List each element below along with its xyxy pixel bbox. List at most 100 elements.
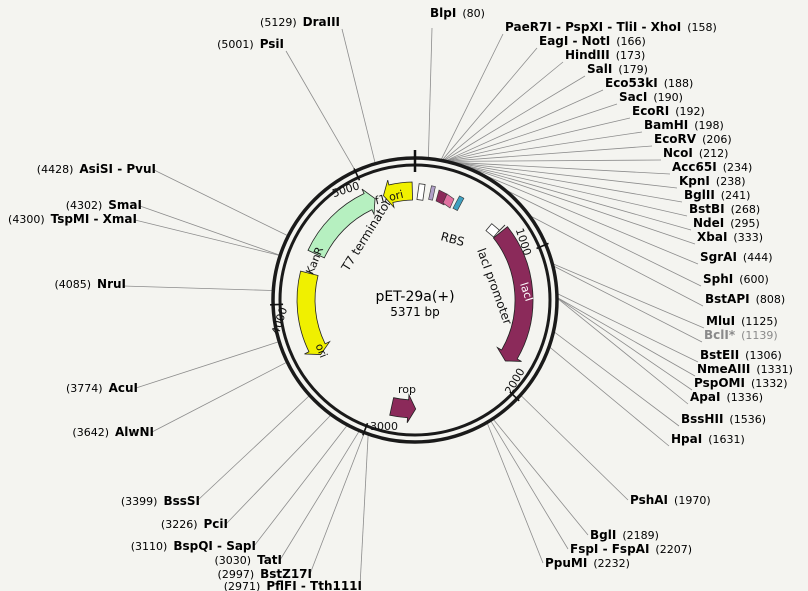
enzyme-bcli[interactable]: BclI*(1139) <box>704 328 778 342</box>
enzyme-bstapi[interactable]: BstAPI(808) <box>705 292 785 306</box>
enzyme-xbai[interactable]: XbaI(333) <box>697 230 763 244</box>
enzyme-saci[interactable]: SacI(190) <box>619 90 683 104</box>
enzyme-paer7i-pspxi-tlii-xhoi[interactable]: PaeR7I - PspXI - TliI - XhoI(158) <box>505 20 717 34</box>
enzyme-nmeaiii[interactable]: NmeAIII(1331) <box>697 362 793 376</box>
enzyme-eco53ki[interactable]: Eco53kI(188) <box>605 76 693 90</box>
enzyme-tati[interactable]: (3030)TatI <box>214 553 282 567</box>
enzyme-position: (5001) <box>217 38 254 51</box>
leader-bglii <box>454 162 683 203</box>
enzyme-name: SmaI <box>108 198 142 212</box>
enzyme-bgli[interactable]: BglI(2189) <box>590 528 659 542</box>
enzyme-name: PciI <box>204 517 229 531</box>
enzyme-asisi-pvui[interactable]: (4428)AsiSI - PvuI <box>37 162 156 176</box>
enzyme-position: (2189) <box>622 529 659 542</box>
leader-bspqi-sapi <box>253 425 348 547</box>
enzyme-name: TspMI - XmaI <box>51 212 137 226</box>
enzyme-apai[interactable]: ApaI(1336) <box>690 390 763 404</box>
enzyme-draiii[interactable]: (5129)DraIII <box>260 15 340 29</box>
enzyme-position: (268) <box>731 203 761 216</box>
enzyme-bamhi[interactable]: BamHI(198) <box>644 118 724 132</box>
enzyme-bsteii[interactable]: BstEII(1306) <box>700 348 782 362</box>
leader-kpni <box>454 162 678 189</box>
enzyme-ndei[interactable]: NdeI(295) <box>693 216 760 230</box>
enzyme-fspi-fspai[interactable]: FspI - FspAI(2207) <box>570 542 692 556</box>
enzyme-nrui[interactable]: (4085)NruI <box>54 277 126 291</box>
enzyme-position: (1536) <box>729 413 766 426</box>
tick-5000 <box>353 168 361 181</box>
f1ori-arrow[interactable] <box>383 179 413 209</box>
enzyme-position: (241) <box>721 189 751 202</box>
enzyme-bglii[interactable]: BglII(241) <box>684 188 750 202</box>
leader-pshai <box>520 395 629 501</box>
enzyme-name: SacI <box>619 90 647 104</box>
enzyme-tspmi-xmai[interactable]: (4300)TspMI - XmaI <box>8 212 137 226</box>
enzyme-name: PshAI <box>630 493 668 507</box>
enzyme-bstz17i[interactable]: (2997)BstZ17I <box>218 567 312 581</box>
leader-pflfi-tth111i <box>359 435 369 587</box>
enzyme-eagi-noti[interactable]: EagI - NotI(166) <box>539 34 646 48</box>
enzyme-name: KpnI <box>679 174 710 188</box>
enzyme-name: BclI* <box>704 328 736 342</box>
enzyme-hindiii[interactable]: HindIII(173) <box>565 48 645 62</box>
enzyme-name: PpuMI <box>545 556 587 570</box>
enzyme-position: (295) <box>730 217 760 230</box>
leader-pcii <box>225 415 331 525</box>
enzyme-kpni[interactable]: KpnI(238) <box>679 174 746 188</box>
kanr-arrow[interactable] <box>307 188 376 259</box>
enzyme-name: BspQI - SapI <box>173 539 256 553</box>
enzyme-sali[interactable]: SalI(179) <box>587 62 648 76</box>
enzyme-psii[interactable]: (5001)PsiI <box>217 37 284 51</box>
small-features <box>416 183 506 238</box>
enzyme-ncoi[interactable]: NcoI(212) <box>663 146 728 160</box>
enzyme-name: EagI - NotI <box>539 34 610 48</box>
enzyme-position: (4428) <box>37 163 74 176</box>
enzyme-pflfi-tth111i[interactable]: (2971)PflFI - Tth111I <box>224 579 362 591</box>
enzyme-sphi[interactable]: SphI(600) <box>703 272 769 286</box>
enzyme-acui[interactable]: (3774)AcuI <box>66 381 138 395</box>
enzyme-name: HpaI <box>671 432 702 446</box>
enzyme-mlui[interactable]: MluI (1125) <box>706 314 778 328</box>
ori-arrow[interactable] <box>296 270 331 355</box>
enzyme-bsssi[interactable]: (3399)BssSI <box>121 494 200 508</box>
enzyme-name: SalI <box>587 62 612 76</box>
rop-arrow[interactable] <box>389 393 417 423</box>
enzyme-ecorv[interactable]: EcoRV(206) <box>654 132 732 146</box>
rbs-marker[interactable] <box>442 193 455 209</box>
enzyme-blpi[interactable]: BlpI(80) <box>430 6 485 20</box>
enzyme-name: MluI <box>706 314 735 328</box>
t7-terminator-box[interactable] <box>416 183 426 201</box>
kanr-label: KanR <box>303 245 326 277</box>
enzyme-position: (1970) <box>674 494 711 507</box>
enzyme-position: (1331) <box>756 363 793 376</box>
leader-bstz17i <box>309 433 365 575</box>
enzyme-pshai[interactable]: PshAI (1970) <box>630 493 711 507</box>
enzyme-bspqi-sapi[interactable]: (3110)BspQI - SapI <box>131 539 256 553</box>
enzyme-acc65i[interactable]: Acc65I(234) <box>672 160 752 174</box>
enzyme-pspomi[interactable]: PspOMI(1332) <box>694 376 788 390</box>
enzyme-position: (1125) <box>741 315 778 328</box>
enzyme-name: AlwNI <box>115 425 154 439</box>
enzyme-name: BlpI <box>430 6 456 20</box>
leader-pspomi <box>557 297 693 391</box>
enzyme-ppumi[interactable]: PpuMI(2232) <box>545 556 630 570</box>
laci-arrow[interactable] <box>492 226 534 362</box>
enzyme-alwni[interactable]: (3642)AlwNI <box>72 425 154 439</box>
lac-operator-box[interactable] <box>428 185 436 201</box>
leader-sgrai <box>485 175 699 265</box>
enzyme-smai[interactable]: (4302)SmaI <box>66 198 142 212</box>
enzyme-name: TatI <box>257 553 282 567</box>
enzyme-sgrai[interactable]: SgrAI(444) <box>700 250 773 264</box>
enzyme-bsshii[interactable]: BssHII(1536) <box>681 412 766 426</box>
enzyme-position: (2207) <box>655 543 692 556</box>
enzyme-position: (212) <box>699 147 729 160</box>
enzyme-ecori[interactable]: EcoRI(192) <box>632 104 705 118</box>
his-tag-box[interactable] <box>452 195 465 211</box>
laci-promoter-box[interactable] <box>485 223 500 238</box>
leader-bstbi <box>459 163 688 217</box>
enzyme-pcii[interactable]: (3226)PciI <box>161 517 228 531</box>
enzyme-hpai[interactable]: HpaI(1631) <box>671 432 745 446</box>
leader-nrui <box>123 285 273 291</box>
enzyme-bstbi[interactable]: BstBI(268) <box>689 202 760 216</box>
